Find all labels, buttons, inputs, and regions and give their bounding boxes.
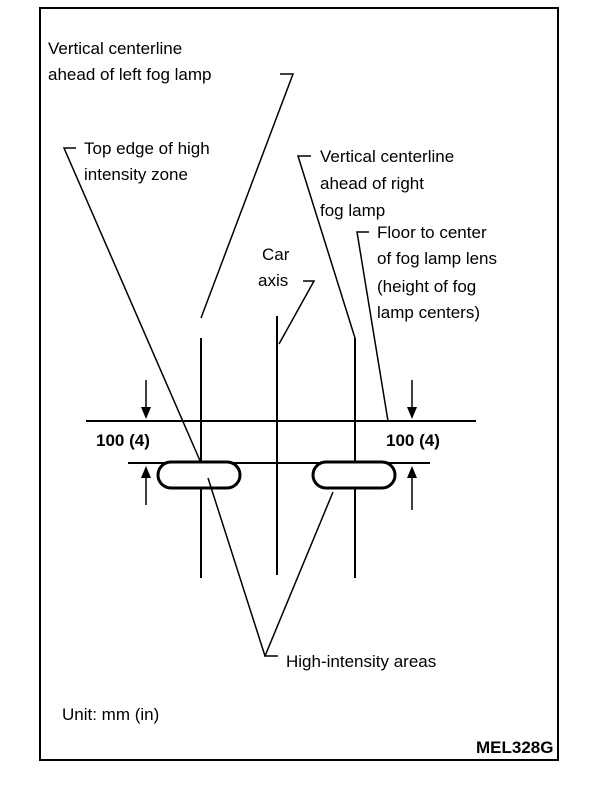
label-vertical-left-line2: ahead of left fog lamp bbox=[48, 65, 212, 84]
label-vertical-left-line1: Vertical centerline bbox=[48, 39, 182, 58]
dim-left-top-arrowhead bbox=[141, 407, 151, 419]
leader-top-edge bbox=[62, 147, 202, 464]
left-fog-lamp bbox=[156, 460, 242, 490]
label-vertical-right-line2: ahead of right bbox=[320, 174, 424, 193]
dimension-left: 100 (4) bbox=[96, 431, 150, 450]
label-floor-line4: lamp centers) bbox=[377, 303, 480, 322]
leader-right-centerline bbox=[296, 155, 356, 339]
label-top-edge-line1: Top edge of high bbox=[84, 139, 210, 158]
dim-right-bottom-arrowhead bbox=[407, 466, 417, 478]
label-car-axis-line1: Car bbox=[262, 245, 290, 264]
leader-car-axis bbox=[278, 280, 316, 345]
leader-high-intensity-left bbox=[207, 477, 266, 657]
leader-left-centerline bbox=[200, 73, 295, 319]
label-floor-line3: (height of fog bbox=[377, 277, 476, 296]
dim-left-bottom-arrowhead bbox=[141, 466, 151, 478]
label-high-intensity-areas: High-intensity areas bbox=[286, 652, 436, 671]
leader-floor-center bbox=[356, 231, 389, 422]
label-vertical-right-line3: fog lamp bbox=[320, 201, 385, 220]
figure-frame bbox=[39, 7, 559, 761]
label-vertical-right-line1: Vertical centerline bbox=[320, 147, 454, 166]
unit-note: Unit: mm (in) bbox=[62, 705, 159, 724]
dim-right-top-arrowhead bbox=[407, 407, 417, 419]
figure-code: MEL328G bbox=[476, 738, 553, 757]
label-floor-line2: of fog lamp lens bbox=[377, 249, 497, 268]
label-car-axis-line2: axis bbox=[258, 271, 288, 290]
label-floor-line1: Floor to center bbox=[377, 223, 487, 242]
right-fog-lamp bbox=[311, 460, 397, 490]
dimension-right: 100 (4) bbox=[386, 431, 440, 450]
leader-high-intensity-right bbox=[263, 491, 334, 657]
label-top-edge-line2: intensity zone bbox=[84, 165, 188, 184]
